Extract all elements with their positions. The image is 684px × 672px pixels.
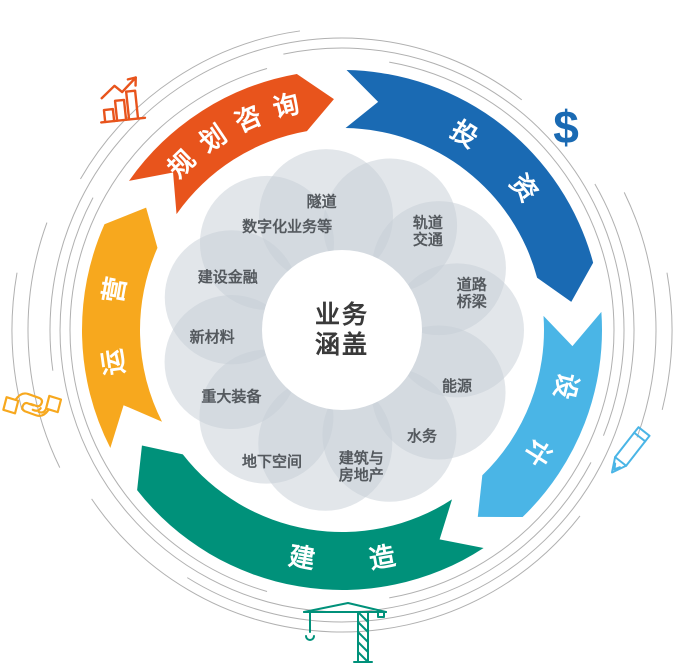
decorative-arc <box>186 183 635 623</box>
petal-label: 数字化业务等 <box>242 218 332 236</box>
petal-label: 能源 <box>442 377 472 395</box>
dollar-icon: $ <box>553 101 579 153</box>
petal-label: 水务 <box>407 427 438 445</box>
crane-icon <box>303 602 387 663</box>
decorative-arc <box>80 30 301 180</box>
svg-text:$: $ <box>553 101 579 153</box>
petal-label: 地下空间 <box>242 453 302 471</box>
decorative-arc <box>283 47 625 436</box>
petal-label: 道路桥梁 <box>457 275 488 310</box>
segment-label-char: 造 <box>367 540 398 574</box>
decorative-arc <box>11 272 23 410</box>
decorative-arc <box>91 498 581 633</box>
center-circle <box>262 250 422 410</box>
decorative-arc <box>49 37 523 371</box>
decorative-arc <box>661 272 673 410</box>
segment-label-char: 建 <box>286 540 317 574</box>
decorative-arc <box>623 192 657 438</box>
segment-design <box>477 311 602 518</box>
petal-label: 隧道 <box>307 193 337 211</box>
petal-label: 轨道交通 <box>413 214 443 249</box>
segment-planning-consulting <box>129 73 334 215</box>
petal-label: 重大装备 <box>201 387 262 405</box>
decorative-arc <box>69 68 268 592</box>
segment-investment <box>345 70 594 302</box>
bar-chart-icon <box>100 76 147 124</box>
segment-label-char: 运 <box>97 347 130 377</box>
segment-operation <box>82 207 163 449</box>
decorative-arc <box>59 197 592 613</box>
segment-label-char: 营 <box>97 274 131 305</box>
segment-construction <box>137 445 484 590</box>
petal-label: 建筑与房地产 <box>339 449 384 484</box>
handshake-icon <box>2 392 63 417</box>
decorative-arc <box>27 222 61 468</box>
petal-label: 新材料 <box>190 328 235 346</box>
petal-label: 建设金融 <box>198 268 258 286</box>
decorative-arc <box>389 61 615 599</box>
center-title: 业务涵盖 <box>315 301 369 359</box>
pencil-icon <box>610 426 651 474</box>
